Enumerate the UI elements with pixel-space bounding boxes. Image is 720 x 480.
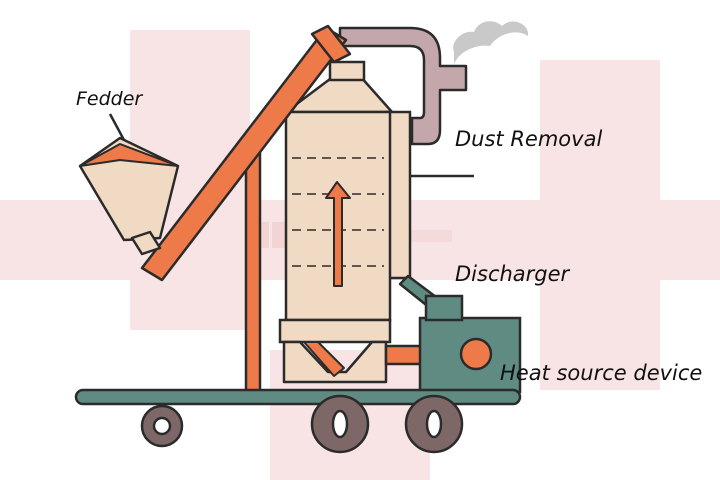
heat-source-device-label: Heat source device [500, 361, 703, 385]
wheel-middle [310, 394, 370, 454]
discharger-label: Discharger [455, 262, 570, 286]
fedder-label: Fedder [76, 88, 143, 110]
elevator-head [310, 24, 352, 64]
feeder-hopper-rim [79, 143, 179, 167]
discharge-chute [303, 341, 345, 377]
wheels [140, 394, 464, 454]
wheel-front [140, 404, 184, 448]
heat-source-top [424, 294, 464, 322]
tank-roof-cap [328, 60, 366, 82]
dust-removal-label: Dust Removal [455, 127, 603, 151]
exhaust-duct [338, 26, 468, 146]
circle-icon [459, 337, 493, 371]
wheel-rear [404, 394, 464, 454]
support-post [244, 138, 262, 398]
smoke-cloud [453, 21, 529, 64]
fedder-leader-line [108, 113, 126, 141]
bucket-elevator [140, 26, 348, 282]
tank-bottom-collar [278, 318, 392, 344]
up-arrow-icon [325, 181, 351, 287]
base-rail [74, 388, 522, 406]
feeder-spout [130, 230, 162, 256]
tank-bottom-hopper [282, 340, 388, 384]
